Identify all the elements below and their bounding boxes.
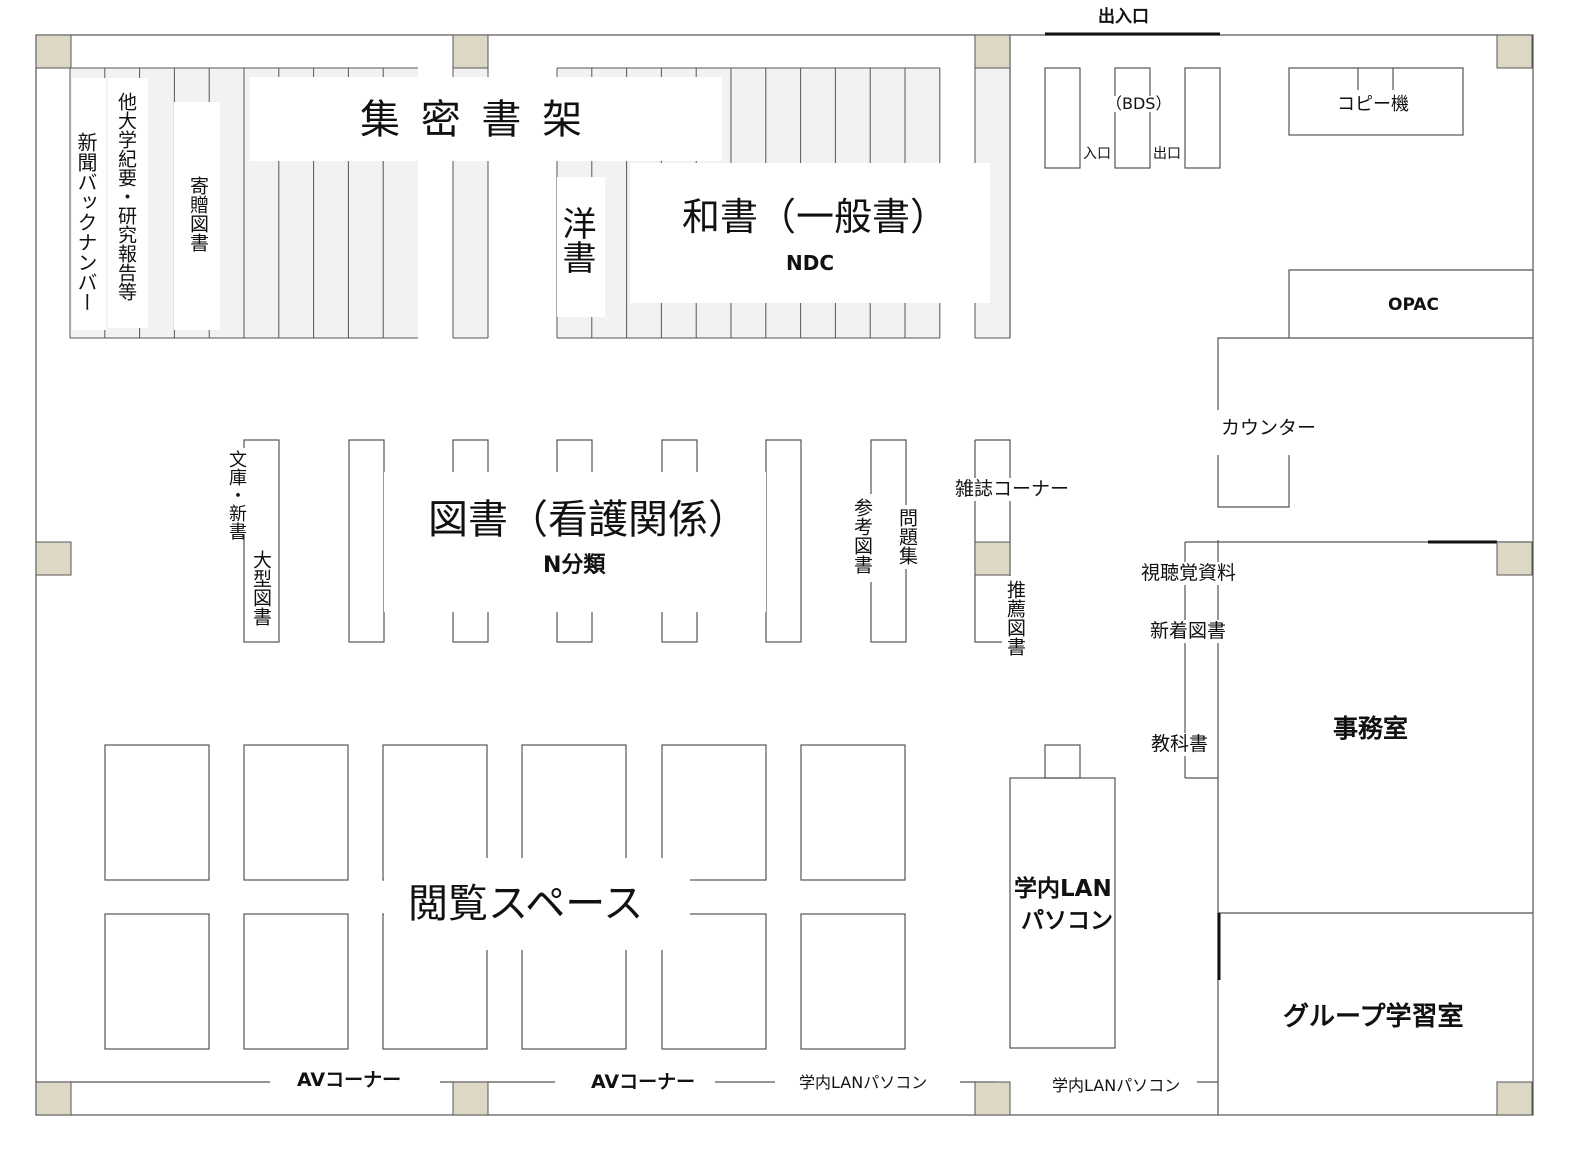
compact-shelf-title: 集 密 書 架 — [360, 97, 587, 143]
problem-books: 問題集 — [896, 508, 918, 565]
bunko-shinsho: 文庫・新書 — [226, 450, 247, 540]
pillar — [974, 1081, 1011, 1116]
pillar — [974, 541, 1011, 576]
textbooks: 教科書 — [1151, 733, 1209, 756]
donated-books: 寄贈図書 — [187, 176, 209, 252]
pillar — [452, 1081, 489, 1116]
pillar — [1496, 34, 1533, 69]
office-label: 事務室 — [1333, 714, 1409, 743]
magazine-corner: 雑誌コーナー — [955, 478, 1070, 501]
reference-panel — [850, 494, 874, 582]
walls — [35, 34, 1534, 1116]
japanese-books-title: 和書（一般書） — [682, 195, 949, 239]
av-corner-1: AVコーナー — [297, 1069, 402, 1091]
copy-machine: コピー機 — [1335, 94, 1411, 115]
japanese-panel — [630, 163, 990, 303]
entrance-label: 出入口 — [1098, 7, 1149, 27]
western-panel — [557, 177, 605, 317]
reading-table — [243, 744, 349, 881]
newspaper-backnumbers: 新聞バックナンバー — [74, 132, 98, 312]
reading-space: 閲覧スペース — [408, 881, 644, 927]
pc-panel — [1011, 868, 1114, 954]
pillar — [35, 34, 72, 69]
pillars — [35, 34, 1533, 1116]
reading-table — [104, 913, 210, 1050]
doors — [1045, 32, 1497, 980]
reading-table — [800, 744, 906, 881]
reading-table — [661, 913, 767, 1050]
bds-entrance: 入口 — [1083, 146, 1111, 162]
nursing-books-class: N分類 — [543, 553, 606, 578]
large-panel — [248, 546, 276, 638]
other-university-bulletins: 他大学紀要・研究報告等 — [115, 92, 137, 301]
nursing-panel — [384, 472, 766, 612]
reading-table — [243, 913, 349, 1050]
reference-books: 参考図書 — [851, 498, 873, 574]
reading-panel — [384, 858, 690, 950]
western-books: 洋書 — [556, 206, 596, 274]
recommended-books: 推薦図書 — [1004, 580, 1026, 656]
newspaper-panel — [72, 78, 106, 330]
pillar — [35, 541, 72, 576]
campus-lan-pc-bottom-2: 学内LANパソコン — [1052, 1076, 1181, 1095]
pillar — [1496, 1081, 1533, 1116]
bunko-panel — [226, 448, 248, 534]
other-univ-panel — [108, 78, 148, 328]
opac-label: OPAC — [1388, 295, 1439, 315]
pillar — [452, 34, 489, 69]
campus-lan-pc-line1: 学内LAN — [1014, 876, 1112, 902]
new-books: 新着図書 — [1150, 620, 1227, 643]
pillar — [1496, 541, 1533, 576]
av-corner-2: AVコーナー — [591, 1071, 696, 1093]
compact-shelf-panel — [250, 77, 722, 161]
counter-label: カウンター — [1219, 417, 1319, 439]
bds-exit: 出口 — [1153, 146, 1181, 162]
reading-table — [104, 744, 210, 881]
campus-lan-pc-line2: パソコン — [1021, 908, 1113, 934]
japanese-books-ndc: NDC — [786, 251, 835, 275]
donated-panel — [174, 102, 220, 330]
reading-table — [800, 913, 906, 1050]
nursing-books-title: 図書（看護関係） — [428, 497, 748, 543]
av-materials: 視聴覚資料 — [1141, 562, 1237, 585]
campus-lan-pc-bottom-1: 学内LANパソコン — [799, 1073, 928, 1092]
large-books: 大型図書 — [250, 550, 272, 626]
pillar — [35, 1081, 72, 1116]
bds-title: （BDS） — [1104, 94, 1174, 113]
recommended-panel — [1002, 576, 1030, 666]
reading-table — [661, 744, 767, 881]
problems-panel — [895, 505, 919, 569]
reading-tables — [104, 744, 906, 1050]
pillar — [974, 34, 1011, 69]
group-study-room: グループ学習室 — [1283, 1002, 1464, 1032]
